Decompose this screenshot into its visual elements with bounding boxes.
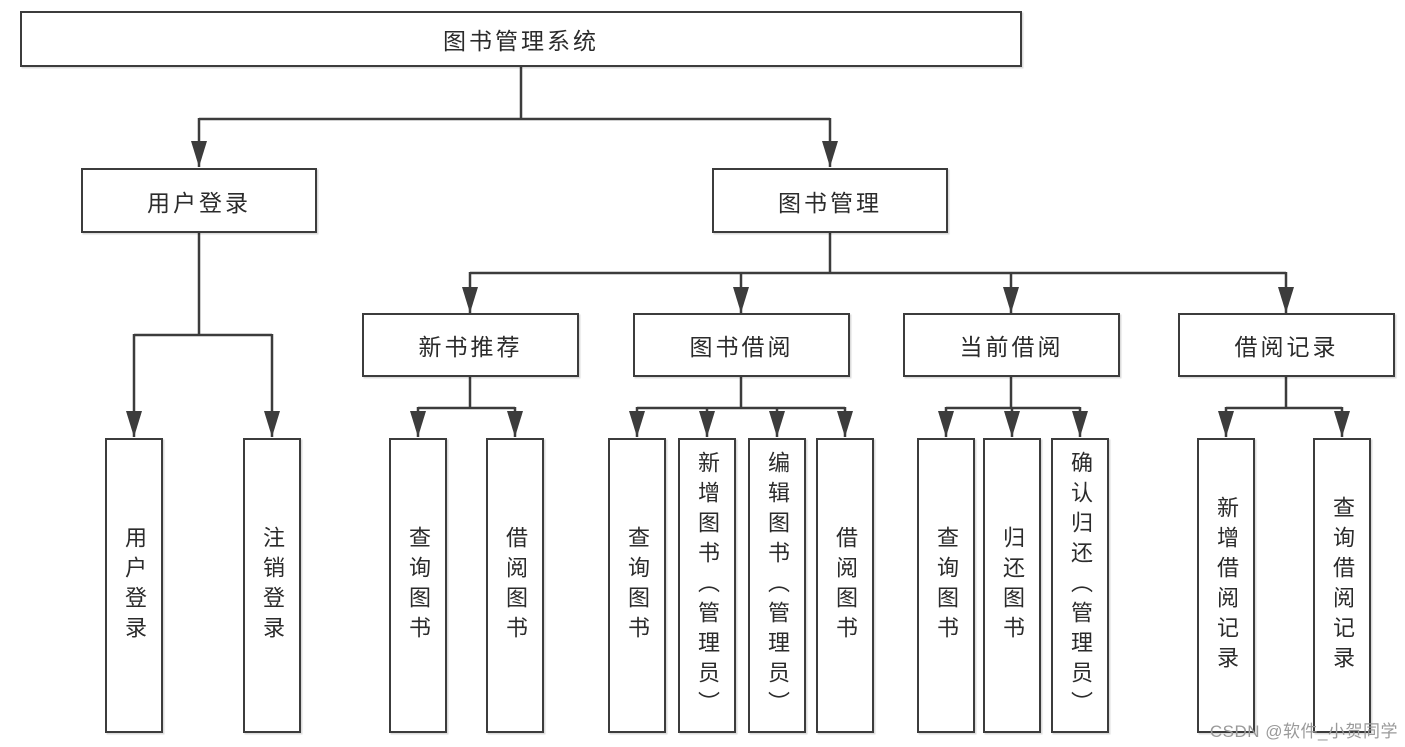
node-label: 图书管理系统 [443, 28, 599, 54]
node-label: 新增借阅记录 [1214, 495, 1239, 676]
leaf-query-books-current: 查询图书 [917, 438, 975, 733]
node-label: 归还图书 [1000, 525, 1025, 646]
node-new-book-recommend: 新书推荐 [362, 313, 579, 377]
csdn-watermark: CSDN @软件_小贺同学 [1209, 722, 1398, 741]
node-root-system: 图书管理系统 [20, 11, 1022, 67]
node-current-borrowing: 当前借阅 [903, 313, 1120, 377]
node-label: 注销登录 [260, 525, 285, 646]
leaf-logout: 注销登录 [243, 438, 301, 733]
leaf-borrow-books-borrow: 借阅图书 [816, 438, 874, 733]
node-label: 用户登录 [122, 525, 147, 646]
connector-current-borrow-subtree [938, 377, 1088, 437]
leaf-edit-book-admin: 编辑图书（管理员） [748, 438, 806, 733]
node-label: 图书借阅 [689, 334, 794, 360]
leaf-confirm-return-admin: 确认归还（管理员） [1051, 438, 1109, 733]
node-label: 新增图书（管理员） [695, 450, 720, 721]
leaf-user-login: 用户登录 [105, 438, 163, 733]
leaf-borrow-books-recommend: 借阅图书 [486, 438, 544, 733]
node-label: 查询借阅记录 [1330, 495, 1355, 676]
connector-borrow-records-subtree [1218, 377, 1350, 437]
leaf-query-borrow-record: 查询借阅记录 [1313, 438, 1371, 733]
leaf-return-book: 归还图书 [983, 438, 1041, 733]
leaf-query-books-recommend: 查询图书 [389, 438, 447, 733]
node-label: 当前借阅 [959, 334, 1064, 360]
node-label: 借阅图书 [503, 525, 528, 646]
node-label: 查询图书 [934, 525, 959, 646]
node-label: 查询图书 [625, 525, 650, 646]
leaf-add-borrow-record: 新增借阅记录 [1197, 438, 1255, 733]
leaf-add-book-admin: 新增图书（管理员） [678, 438, 736, 733]
connector-new-book-subtree [410, 377, 523, 437]
node-label: 借阅记录 [1234, 334, 1339, 360]
connector-book-borrow-subtree [629, 377, 853, 437]
node-user-login: 用户登录 [81, 168, 317, 233]
node-label: 借阅图书 [833, 525, 858, 646]
node-book-management: 图书管理 [712, 168, 948, 233]
connector-root-to-level2 [191, 66, 838, 167]
connector-user-login-subtree [126, 233, 280, 437]
node-label: 图书管理 [778, 189, 882, 216]
leaf-query-books-borrow: 查询图书 [608, 438, 666, 733]
connector-book-management-subtree [462, 233, 1294, 313]
node-label: 编辑图书（管理员） [765, 450, 790, 721]
node-label: 新书推荐 [418, 334, 523, 360]
node-label: 查询图书 [406, 525, 431, 646]
node-borrowing-records: 借阅记录 [1178, 313, 1395, 377]
node-label: 用户登录 [147, 189, 251, 216]
node-book-borrowing: 图书借阅 [633, 313, 850, 377]
node-label: 确认归还（管理员） [1068, 450, 1093, 721]
